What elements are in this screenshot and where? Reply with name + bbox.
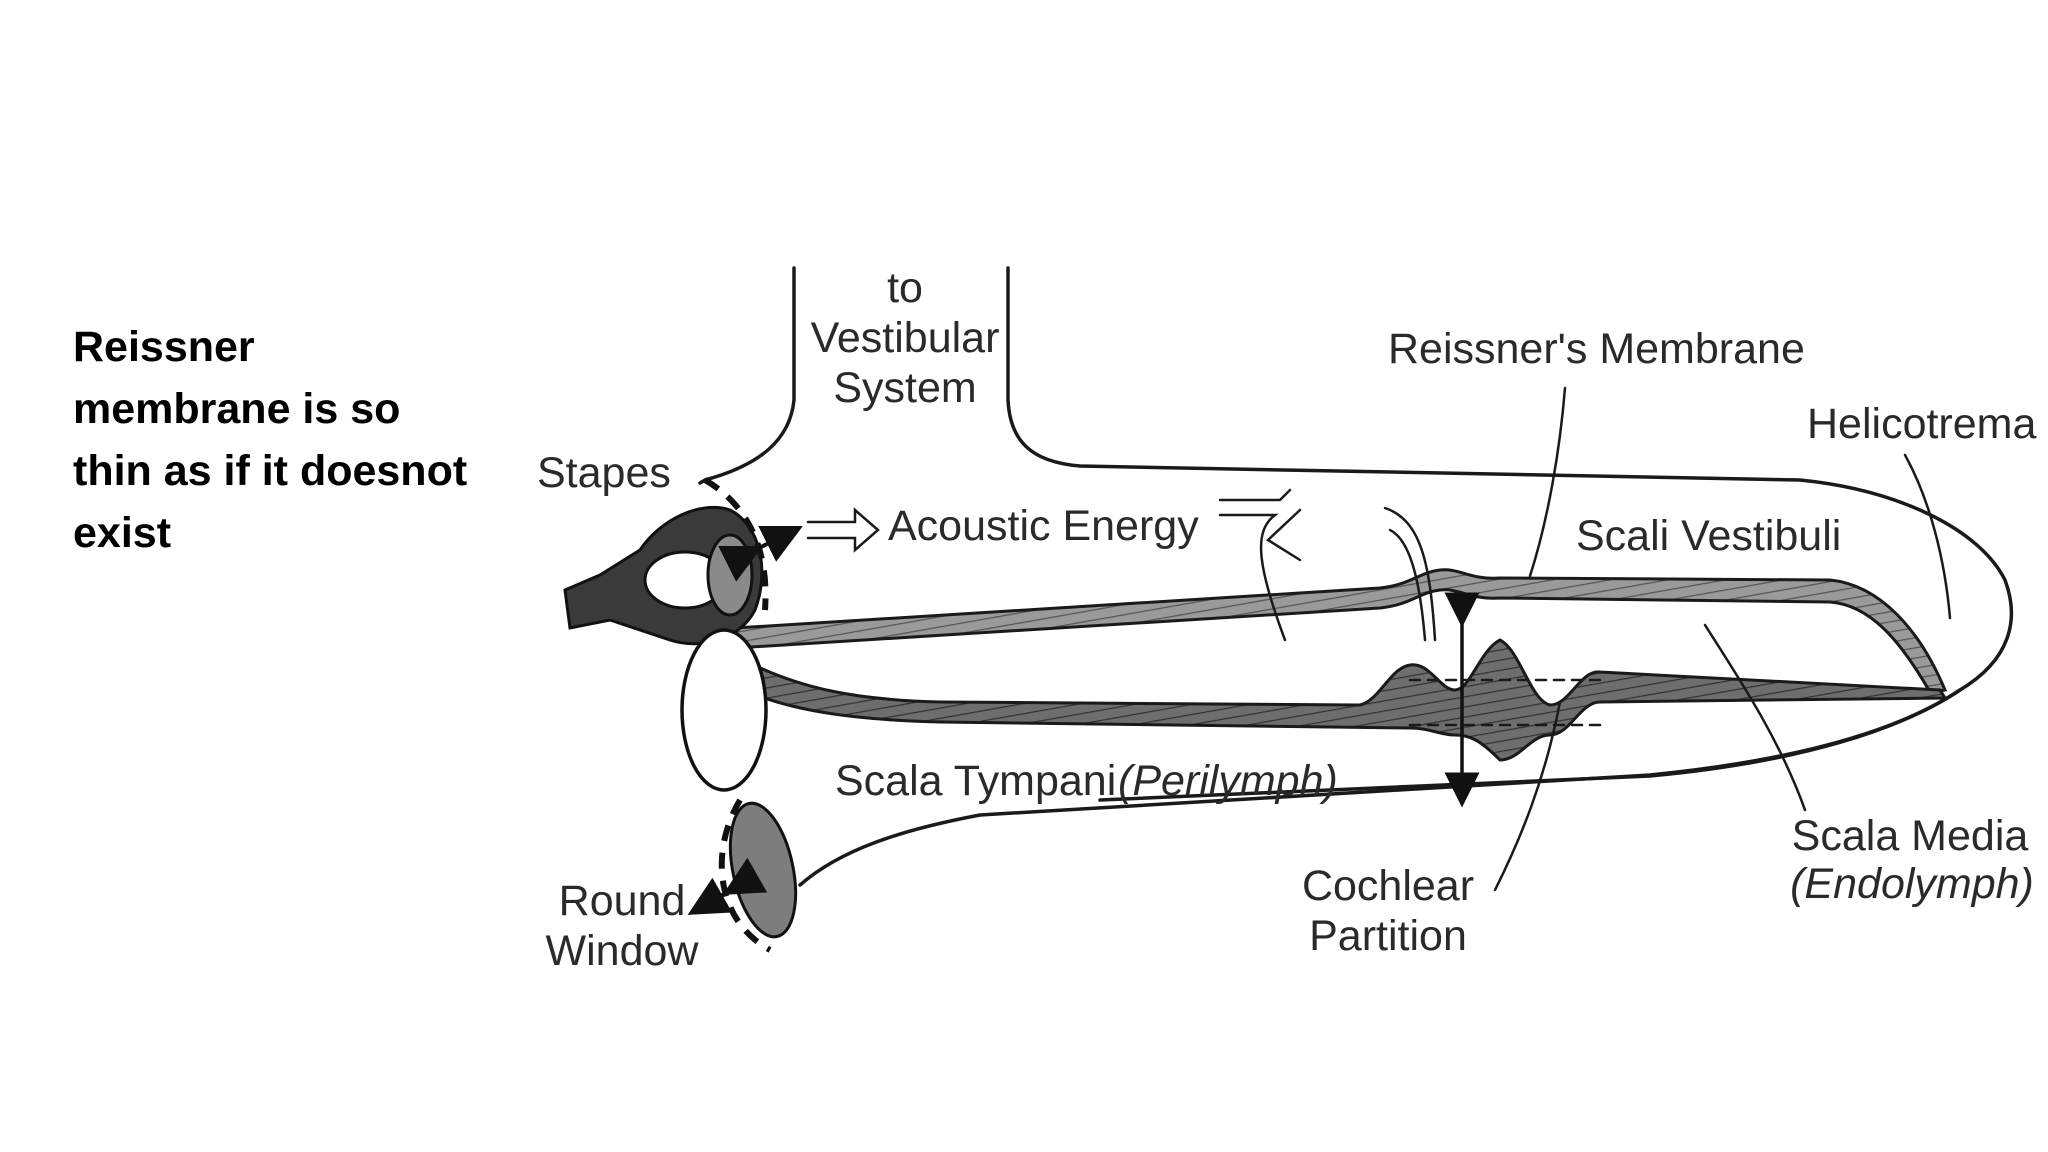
label-endolymph: (Endolymph) bbox=[1790, 860, 2034, 908]
energy-curve-arrow-right-icon bbox=[1383, 506, 1437, 642]
round-window-motion-arrow bbox=[687, 857, 768, 915]
label-system: System bbox=[833, 364, 976, 412]
label-vestibular: Vestibular bbox=[811, 314, 1000, 362]
leader-helicotrema bbox=[1903, 453, 1952, 620]
cochlea-upper-outline bbox=[698, 266, 796, 485]
label-cochlear: Cochlear bbox=[1302, 862, 1474, 910]
label-round: Round bbox=[559, 877, 686, 925]
label-scali-vestibuli: Scali Vestibuli bbox=[1576, 512, 1841, 560]
label-scala-tympani: Scala Tympani bbox=[835, 757, 1116, 805]
round-window-membrane bbox=[728, 801, 798, 939]
partition-displacement-outline bbox=[1408, 678, 1602, 727]
stapes-motion-arrow bbox=[718, 526, 803, 582]
cochlea-upper-outline-right bbox=[798, 266, 2014, 887]
acoustic-energy-arrow-icon bbox=[806, 507, 880, 553]
stapes-icon bbox=[563, 505, 764, 646]
explanatory-note: Reissner membrane is so thin as if it do… bbox=[73, 316, 513, 564]
label-to: to bbox=[887, 264, 923, 312]
label-partition: Partition bbox=[1309, 912, 1467, 960]
note-line-4: exist bbox=[73, 509, 172, 557]
energy-curve-arrow-left-icon bbox=[1218, 488, 1302, 642]
label-stapes: Stapes bbox=[537, 449, 671, 497]
cochlea-lower-outline bbox=[1098, 688, 1962, 802]
note-line-1: Reissner bbox=[73, 323, 255, 371]
note-line-3: thin as if it doesnot bbox=[73, 447, 468, 495]
label-reissners-membrane: Reissner's Membrane bbox=[1388, 325, 1805, 373]
leader-reissners-membrane bbox=[1528, 386, 1567, 578]
label-acoustic-energy: Acoustic Energy bbox=[888, 502, 1199, 550]
cochlear-partition-band bbox=[738, 638, 1948, 762]
label-helicotrema: Helicotrema bbox=[1807, 400, 2036, 448]
leader-scala-media bbox=[1703, 623, 1807, 812]
label-perilymph: (Perilymph) bbox=[1118, 757, 1338, 805]
note-line-2: membrane is so bbox=[73, 385, 401, 433]
label-scala-media: Scala Media bbox=[1792, 812, 2029, 860]
leader-cochlear-partition bbox=[1493, 700, 1562, 892]
label-window: Window bbox=[546, 927, 700, 975]
round-window-upper-oval bbox=[680, 628, 768, 792]
reissners-membrane bbox=[733, 568, 1948, 694]
